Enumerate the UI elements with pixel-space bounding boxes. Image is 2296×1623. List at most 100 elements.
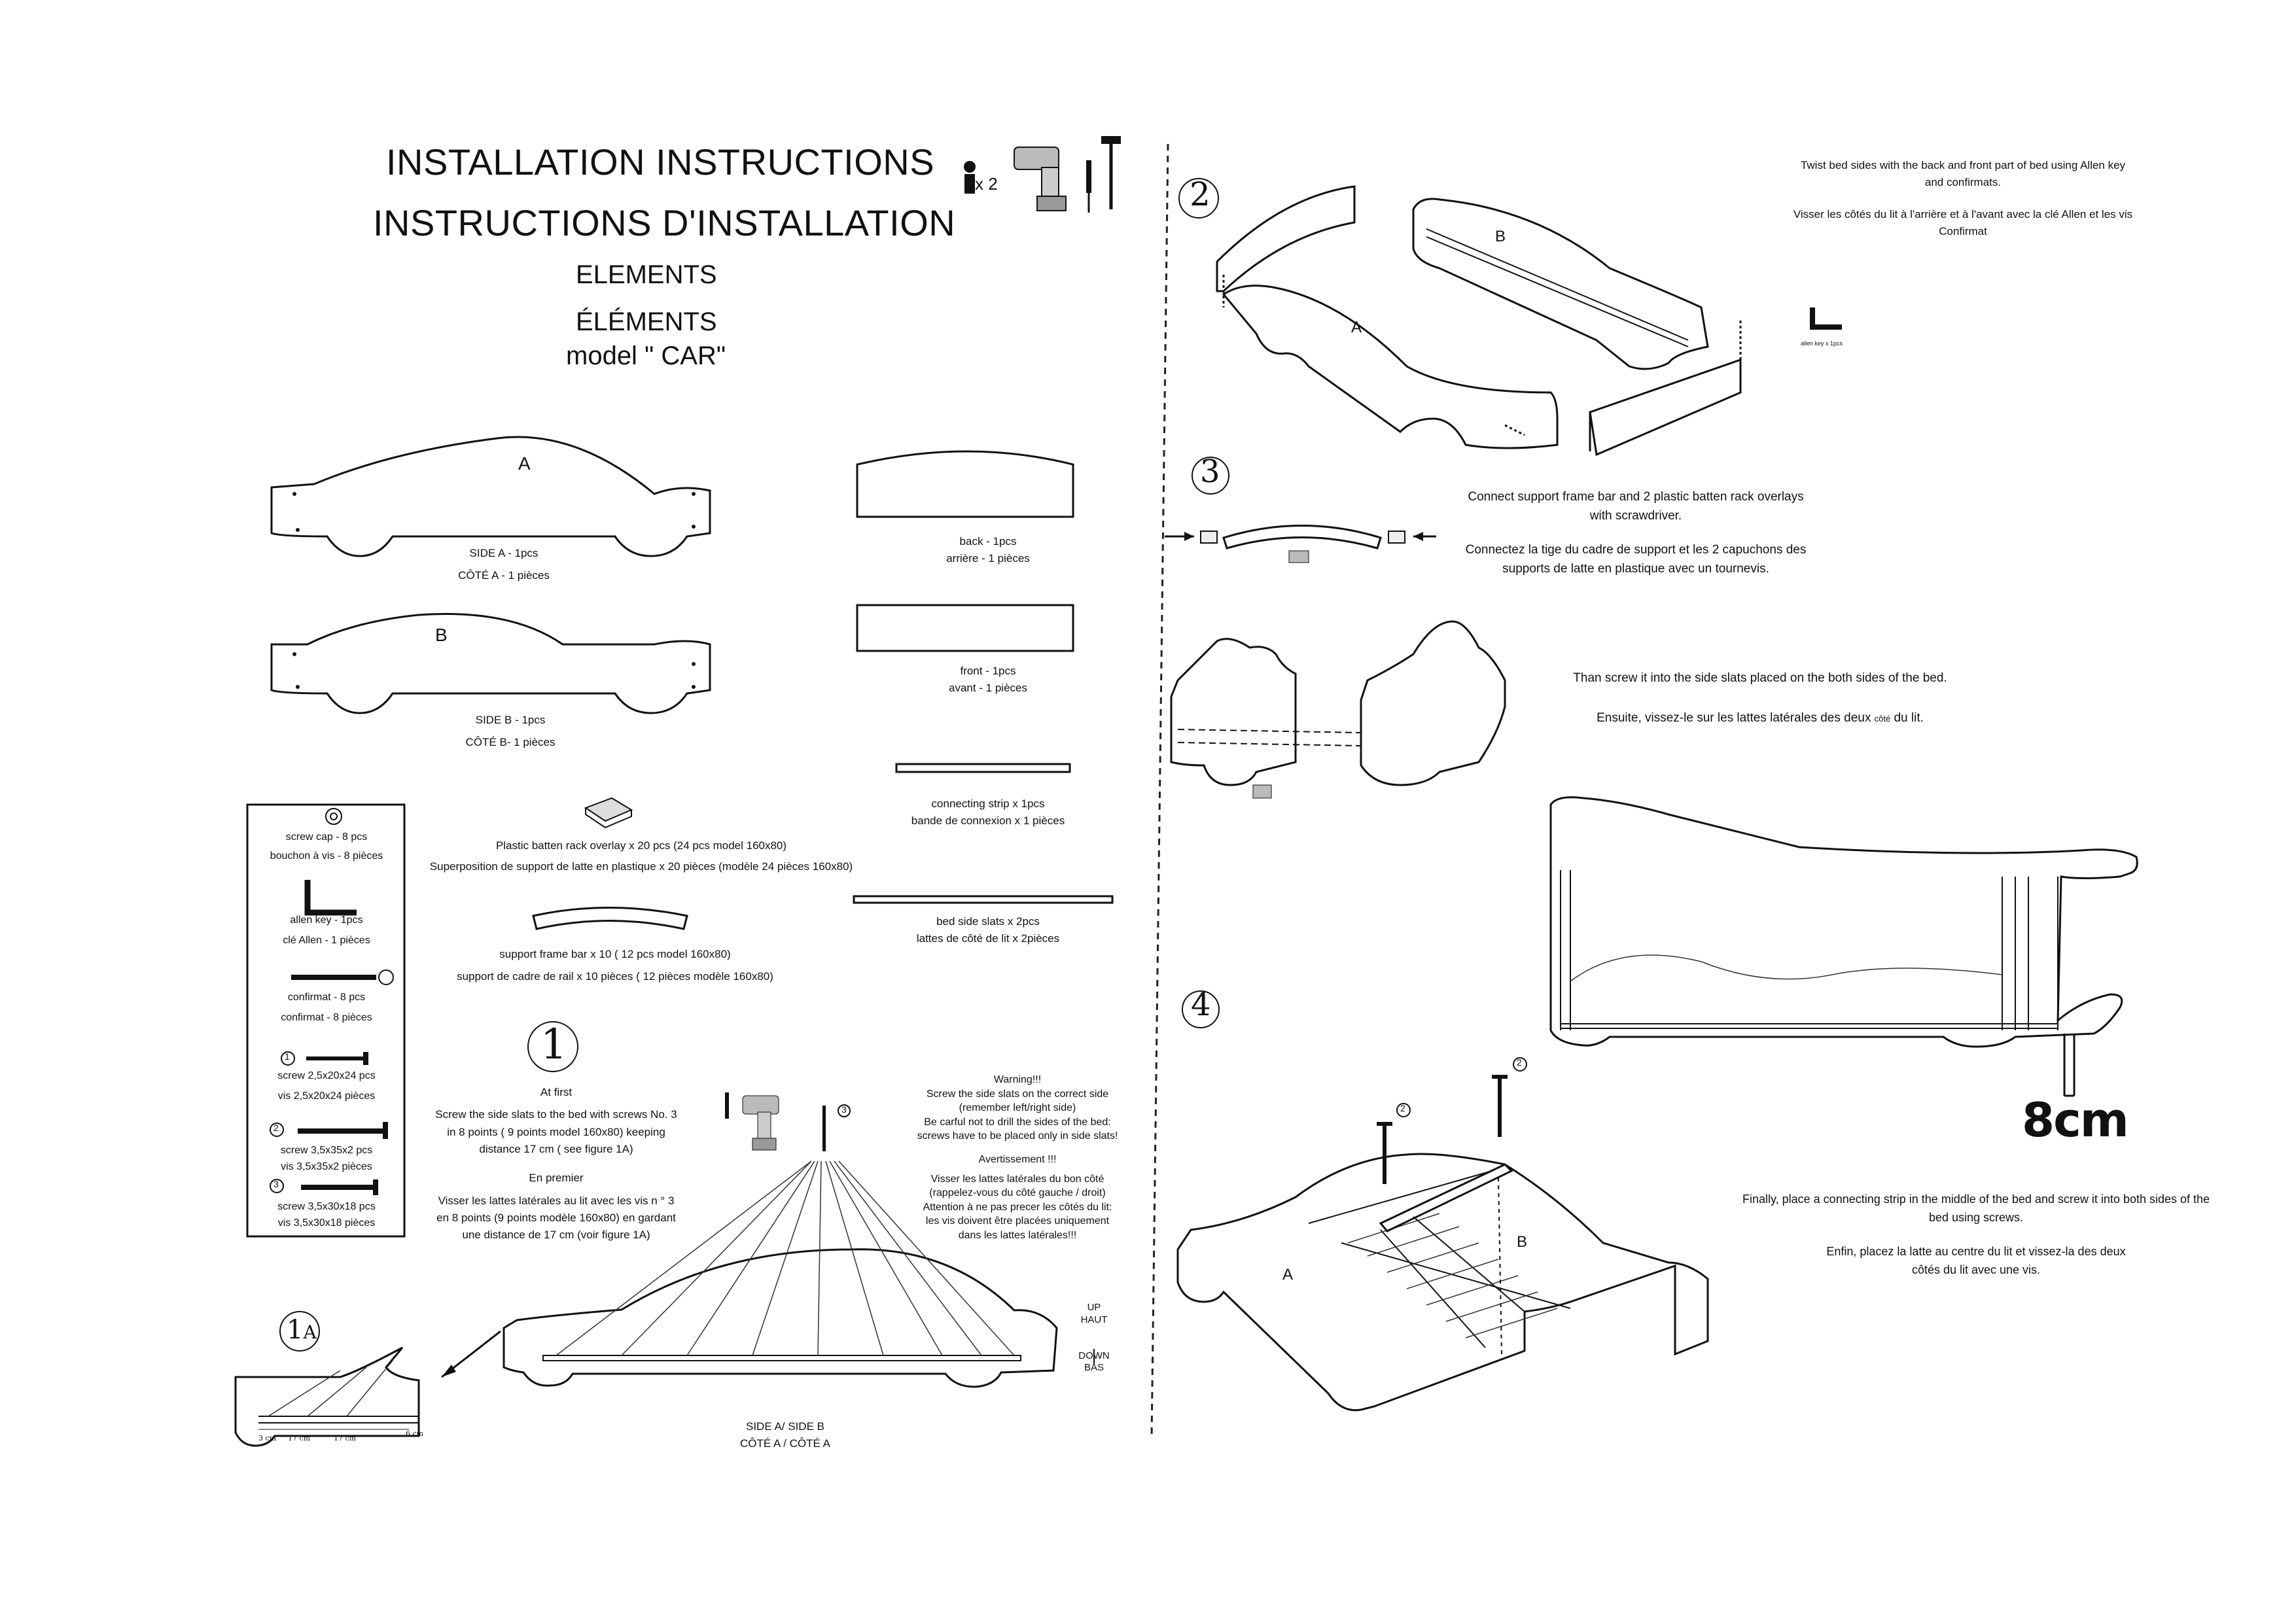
step-4-number: 4: [1191, 986, 1211, 1023]
back-part: [856, 450, 1074, 518]
avertissement-line-4: les vis doivent être placées uniquement: [925, 1215, 1110, 1227]
front-caption-fr: avant - 1 pièces: [948, 682, 1027, 695]
front-part: [856, 604, 1074, 652]
strip-caption-en: connecting strip x 1pcs: [931, 797, 1045, 810]
screw-2-number: 2: [274, 1123, 279, 1133]
hammer-icon: [1101, 136, 1121, 209]
fig1a-dim-2: 17 cm: [288, 1434, 311, 1442]
step-1-body-fr: Visser les lattes latérales au lit avec …: [436, 1194, 676, 1242]
confirmat-fr: confirmat - 8 pièces: [281, 1011, 372, 1023]
step-4-letter-b: B: [1517, 1233, 1528, 1251]
step-4-en-line-2: bed using screws.: [1928, 1210, 2024, 1224]
screw-1-number: 1: [285, 1051, 290, 1062]
screw-cap-en: screw cap - 8 pcs: [285, 831, 368, 843]
hardware-box: [246, 803, 406, 1238]
side-b-caption: SIDE B - 1pcs CÔTÉ B- 1 pièces: [425, 712, 595, 752]
step-1-text: At first Screw the side slats to the bed…: [432, 1084, 680, 1244]
step-2-fr-line-2: Confirmat: [1939, 225, 1987, 238]
overlay-caption: Plastic batten rack overlay x 20 pcs (24…: [419, 837, 864, 876]
step-4-fr-line-2: côtés du lit avec une vis.: [1911, 1263, 2041, 1276]
allen-key-fr: clé Allen - 1 pièces: [283, 934, 370, 946]
screw-3-fr: vis 3,5x30x18 pièces: [277, 1217, 376, 1229]
measure-8cm: 8cm: [2022, 1092, 2129, 1147]
screw-cap-icon: [325, 808, 342, 825]
title-fr: INSTRUCTIONS D'INSTALLATION: [373, 202, 956, 243]
overlay-caption-en: Plastic batten rack overlay x 20 pcs (24…: [495, 839, 787, 852]
side-a-caption-en: SIDE A - 1pcs: [469, 547, 539, 559]
step-1-side-fr: CÔTÉ A / CÔTÉ A: [740, 1437, 830, 1450]
screw-2-en: screw 3,5x35x2 pcs: [280, 1145, 373, 1156]
avertissement-line-2: (rappelez-vous du côté gauche / droit): [929, 1187, 1106, 1199]
down-label-en: DOWN: [1078, 1350, 1110, 1361]
frame-caption-fr: support de cadre de rail x 10 pièces ( 1…: [457, 970, 773, 983]
screw-cap-fr: bouchon à vis - 8 pièces: [270, 850, 383, 862]
screw-3-number: 3: [274, 1179, 279, 1189]
slats-caption-fr: lattes de côté de lit x 2pièces: [916, 932, 1060, 945]
connecting-strip-part: [895, 763, 1071, 773]
fig1a-dim-4: 6 cm: [406, 1429, 424, 1438]
step-3-en-line-1: Connect support frame bar and 2 plastic …: [1468, 490, 1804, 504]
back-caption-en: back - 1pcs: [959, 535, 1017, 548]
warning-line-2: (remember left/right side): [959, 1102, 1076, 1114]
step-2-letter-a: A: [1351, 319, 1362, 336]
step-1-heading-en: At first: [540, 1086, 573, 1098]
avertissement-line-3: Attention à ne pas precer les côtés du l…: [923, 1201, 1112, 1213]
step-3-en-line-2: with scrawdriver.: [1589, 509, 1682, 523]
step2-drawing: [1178, 178, 1842, 457]
step-1-body-en: Screw the side slats to the bed with scr…: [435, 1108, 677, 1156]
elements-en: ELEMENTS: [576, 260, 717, 289]
screw-1-icon: [306, 1052, 368, 1065]
screw-2-caption: screw 3,5x35x2 pcs vis 3,5x35x2 pièces: [249, 1143, 404, 1176]
screw-3-en: screw 3,5x30x18 pcs: [277, 1201, 376, 1212]
step-2-fr-line-1: Visser les côtés du lit à l'arrière et à…: [1793, 207, 2133, 220]
step-1-side-en: SIDE A/ SIDE B: [746, 1420, 824, 1433]
step3-drawing: [1165, 457, 2138, 1097]
step-3-number: 3: [1200, 453, 1220, 490]
up-label-fr: HAUT: [1080, 1314, 1108, 1325]
step-4-en-line-1: Finally, place a connecting strip in the…: [1742, 1193, 2210, 1206]
step-2-en-line-2: and confirmats.: [1924, 176, 2002, 189]
confirmat-caption: confirmat - 8 pcs confirmat - 8 pièces: [249, 990, 404, 1026]
person-icon: [964, 161, 976, 194]
avertissement-heading: Avertissement !!!: [978, 1153, 1057, 1165]
fig1a-dim-3: 17 cm: [334, 1434, 357, 1442]
step-3-then-fr-1: Ensuite, vissez-le sur les lattes latéra…: [1597, 711, 1871, 725]
fig1a-dim-1: 3 cm: [258, 1434, 277, 1442]
side-a-caption: SIDE A - 1pcs CÔTÉ A - 1 pièces: [419, 545, 589, 585]
avertissement-line-1: Visser les lattes latérales du bon côté: [930, 1173, 1104, 1185]
step-3-then-text: Than screw it into the side slats placed…: [1531, 669, 1989, 728]
step-3-fr-line-2: supports de latte en plastique avec un t…: [1502, 562, 1769, 576]
screw-1-fr: vis 2,5x20x24 pièces: [277, 1090, 376, 1102]
step-1-circle: [527, 1021, 578, 1072]
slats-caption-en: bed side slats x 2pcs: [936, 915, 1040, 928]
frame-caption-en: support frame bar x 10 ( 12 pcs model 16…: [499, 948, 731, 960]
step-1-screw-number: 3: [841, 1104, 847, 1115]
step-2-text: Twist bed sides with the back and front …: [1754, 157, 2172, 240]
step-3-then-fr: Ensuite, vissez-le sur les lattes latéra…: [1531, 708, 1989, 727]
step-3-fr-line-1: Connectez la tige du cadre de support et…: [1465, 542, 1807, 557]
screw-3-caption: screw 3,5x30x18 pcs vis 3,5x30x18 pièces: [249, 1199, 404, 1232]
slats-caption: bed side slats x 2pcs lattes de côté de …: [877, 913, 1099, 948]
screw-1-en: screw 2,5x20x24 pcs: [277, 1070, 376, 1081]
step-4-fr-line-1: Enfin, placez la latte au centre du lit …: [1826, 1244, 2126, 1258]
back-caption: back - 1pcs arrière - 1 pièces: [903, 533, 1073, 568]
drill-icon: [1014, 147, 1067, 211]
step4-drawing: [1176, 990, 1709, 1412]
screw-3-icon: [301, 1179, 378, 1195]
down-label-fr: BAS: [1084, 1362, 1104, 1374]
title-en: INSTALLATION INSTRUCTIONS: [386, 141, 935, 183]
step-1-heading-fr: En premier: [529, 1172, 584, 1185]
up-down-label: UP HAUT DOWN BAS: [1071, 1302, 1117, 1374]
side-a-letter: A: [518, 453, 531, 474]
bed-side-slat-part: [853, 895, 1114, 904]
step-3-then-fr-2: du lit.: [1890, 711, 1924, 725]
step-2-number: 2: [1190, 175, 1210, 213]
up-label-en: UP: [1087, 1302, 1101, 1313]
step-4-screw-number-right: 2: [1517, 1057, 1522, 1068]
step1-drawing: [441, 1092, 1095, 1388]
warning-block: Warning!!! Screw the side slats on the c…: [906, 1073, 1129, 1243]
screw-1-caption: screw 2,5x20x24 pcs vis 2,5x20x24 pièces: [249, 1068, 404, 1105]
screw-cap-caption: screw cap - 8 pcs bouchon à vis - 8 pièc…: [249, 829, 404, 865]
side-b-part: [270, 613, 711, 714]
